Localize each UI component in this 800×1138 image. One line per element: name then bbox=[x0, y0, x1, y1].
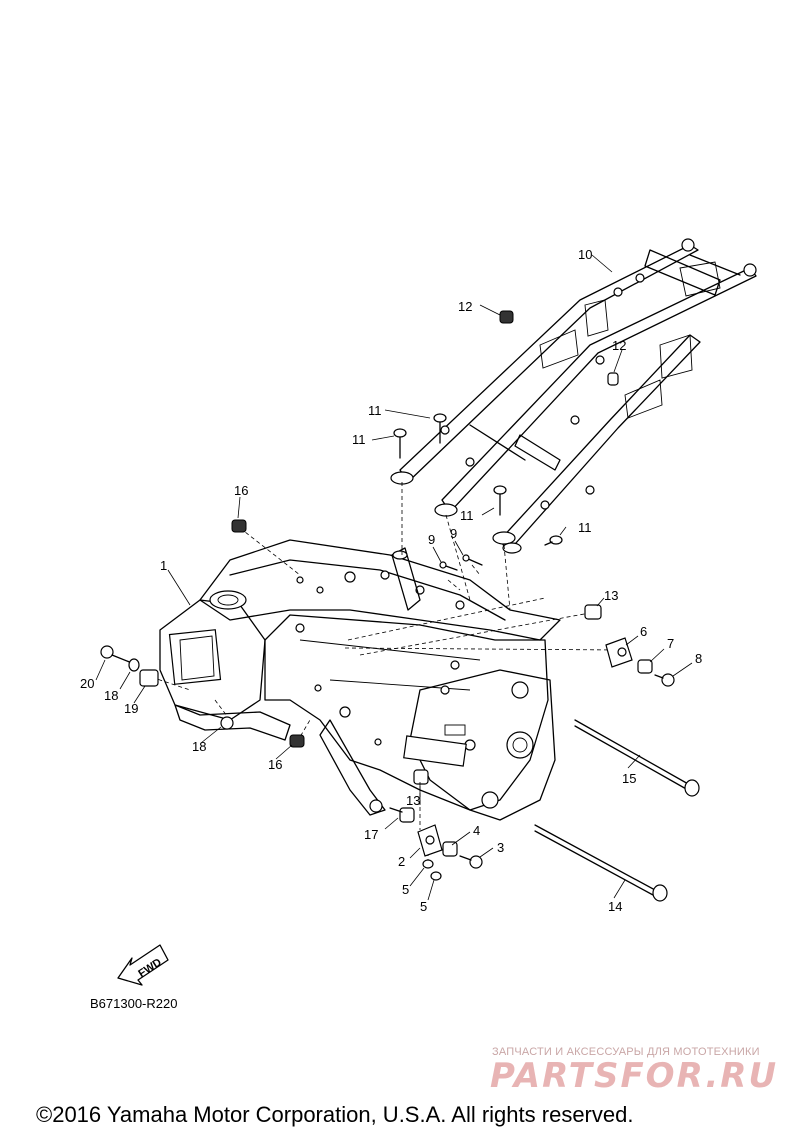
callout-16b: 16 bbox=[268, 757, 282, 772]
callout-17: 17 bbox=[364, 827, 378, 842]
callout-3: 3 bbox=[497, 840, 504, 855]
leader-lines bbox=[95, 254, 693, 901]
callout-5b: 5 bbox=[420, 899, 427, 914]
callout-14: 14 bbox=[608, 899, 622, 914]
callout-8: 8 bbox=[695, 651, 702, 666]
diagram-reference-code: B671300-R220 bbox=[90, 996, 178, 1011]
callout-9a: 9 bbox=[428, 532, 435, 547]
rear-subframe bbox=[390, 238, 757, 554]
callout-13a: 13 bbox=[604, 588, 618, 603]
assembly-lines bbox=[144, 482, 621, 865]
callout-12a: 12 bbox=[458, 299, 472, 314]
callout-5a: 5 bbox=[402, 882, 409, 897]
callout-4: 4 bbox=[473, 823, 480, 838]
callout-18b: 18 bbox=[192, 739, 206, 754]
fwd-arrow: FWD bbox=[117, 944, 169, 986]
callout-1: 1 bbox=[160, 558, 167, 573]
main-frame bbox=[159, 539, 561, 821]
callout-11d: 11 bbox=[578, 520, 592, 535]
callout-11b: 11 bbox=[352, 432, 366, 447]
callout-2: 2 bbox=[398, 854, 405, 869]
hardware-parts bbox=[100, 310, 700, 902]
callout-20: 20 bbox=[80, 676, 94, 691]
callout-numbers: 1 2 3 4 5 5 6 7 8 9 9 10 11 11 11 11 12 … bbox=[80, 247, 702, 914]
callout-10: 10 bbox=[578, 247, 592, 262]
callout-11a: 11 bbox=[368, 403, 382, 418]
callout-6: 6 bbox=[640, 624, 647, 639]
callout-18a: 18 bbox=[104, 688, 118, 703]
callout-11c: 11 bbox=[460, 508, 474, 523]
fwd-label: FWD bbox=[136, 956, 164, 980]
callout-19: 19 bbox=[124, 701, 138, 716]
callout-16a: 16 bbox=[234, 483, 248, 498]
callout-9b: 9 bbox=[450, 526, 457, 541]
watermark-caption: ЗАПЧАСТИ И АКСЕССУАРЫ ДЛЯ МОТОТЕХНИКИ bbox=[492, 1046, 760, 1058]
callout-15: 15 bbox=[622, 771, 636, 786]
copyright-notice: ©2016 Yamaha Motor Corporation, U.S.A. A… bbox=[36, 1102, 634, 1127]
watermark-logo: PARTSFOR.RU bbox=[490, 1056, 779, 1096]
callout-13b: 13 bbox=[406, 793, 420, 808]
callout-7: 7 bbox=[667, 636, 674, 651]
callout-12b: 12 bbox=[612, 338, 626, 353]
